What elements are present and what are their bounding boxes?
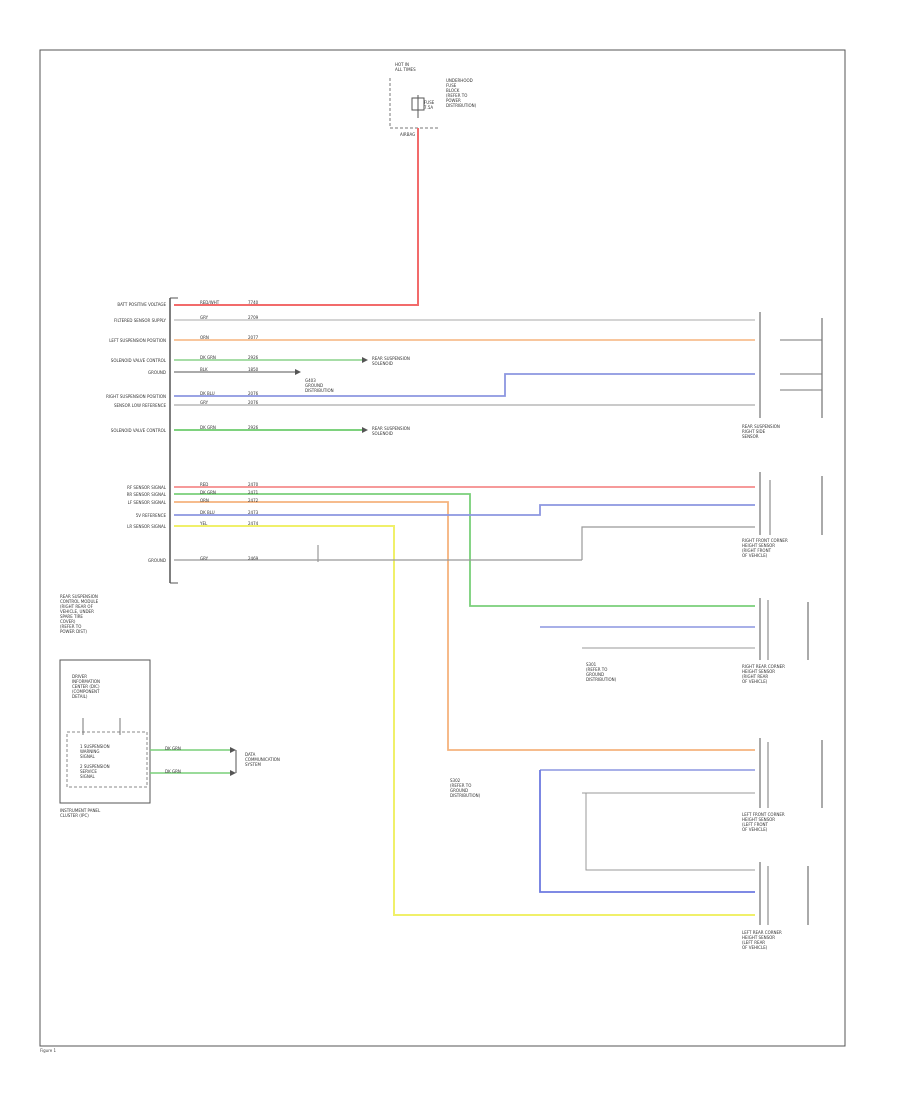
wire-label: ORN	[200, 498, 209, 503]
wire-label: DK GRN	[200, 490, 216, 495]
arrow-icon	[230, 747, 236, 753]
wire-label: GRY	[200, 400, 209, 405]
left-rear-sensor-label: LEFT REAR CORNER HEIGHT SENSOR (LEFT REA…	[742, 930, 782, 950]
fuse-label: FUSE 7.5A	[424, 100, 435, 110]
pin-label: FILTERED SENSOR SUPPLY	[113, 318, 166, 323]
wire-label: RED/WHT	[200, 300, 220, 305]
wire-label: ORN	[200, 335, 209, 340]
wire-red-feed	[174, 128, 419, 306]
diagram-frame	[39, 49, 846, 1047]
pin-label: SENSOR LOW REFERENCE	[113, 403, 166, 408]
wire-label: YEL	[200, 521, 208, 526]
wire-blu-2	[174, 504, 755, 516]
pin-label: RR SENSOR SIGNAL	[126, 492, 166, 497]
left-front-height-sensor	[759, 738, 823, 808]
suspension-control-module	[169, 297, 178, 584]
wire-label: DK BLU	[200, 391, 215, 396]
wire-number: 2926	[248, 425, 259, 430]
wire-number: 2470	[248, 482, 259, 487]
right-rear-sensor-label: RIGHT REAR CORNER HEIGHT SENSOR (RIGHT R…	[742, 664, 785, 684]
wire-number: 2471	[248, 490, 259, 495]
wire-number: 2077	[248, 335, 259, 340]
ipc-wire-label: DK GRN	[165, 746, 181, 751]
wire-number: 2709	[248, 315, 259, 320]
wire-label: BLK	[200, 367, 208, 372]
wire-label: DK GRN	[200, 355, 216, 360]
pin-label: LR SENSOR SIGNAL	[127, 524, 166, 529]
pin-label: LEFT SUSPENSION POSITION	[109, 338, 166, 343]
wire-yel-1	[174, 525, 755, 916]
arrow-icon	[362, 427, 368, 433]
figure-caption: Figure 1	[40, 1048, 57, 1053]
pin-label: BATT POSITIVE VOLTAGE	[117, 302, 166, 307]
wire-label: DK BLU	[200, 510, 215, 515]
right-front-sensor-label: RIGHT FRONT CORNER HEIGHT SENSOR (RIGHT …	[742, 538, 788, 558]
solenoid-note: REAR SUSPENSION SOLENOID	[372, 356, 410, 366]
wire-number: 2473	[248, 510, 259, 515]
wire-blu-1	[174, 373, 755, 397]
wire-number: 7740	[248, 300, 259, 305]
pin-label: SOLENOID VALVE CONTROL	[110, 358, 166, 363]
wire-number: 2472	[248, 498, 259, 503]
left-front-sensor-label: LEFT FRONT CORNER HEIGHT SENSOR (LEFT FR…	[742, 812, 785, 832]
pin-label: GROUND	[147, 370, 166, 375]
wire-gry-4	[581, 526, 755, 560]
module-label: REAR SUSPENSION CONTROL MODULE (RIGHT RE…	[60, 594, 99, 634]
fuse-name-label: AIRBAG	[400, 132, 416, 137]
splice-note: S301 (REFER TO GROUND DISTRIBUTION)	[586, 662, 617, 682]
pin-label: 5V REFERENCE	[135, 513, 166, 518]
wire-label: DK GRN	[200, 425, 216, 430]
ipc-pins: 1 SUSPENSION WARNING SIGNAL 2 SUSPENSION…	[80, 744, 110, 779]
wire-number: 2469	[248, 556, 259, 561]
wire-number: 2474	[248, 521, 259, 526]
pin-label: SOLENOID VALVE CONTROL	[110, 428, 166, 433]
wire-number: 2076	[248, 391, 259, 396]
wire-label: GRY	[200, 556, 209, 561]
ipc-wire-label: DK GRN	[165, 769, 181, 774]
right-front-height-sensor	[759, 472, 823, 535]
wire-number: 2076	[248, 400, 259, 405]
pin-label: GROUND	[147, 558, 166, 563]
fuse-block	[389, 78, 440, 129]
ipc-label: INSTRUMENT PANEL CLUSTER (IPC)	[60, 808, 101, 818]
hot-at-label: HOT IN ALL TIMES	[395, 62, 416, 72]
arrow-icon	[295, 369, 301, 375]
right-rear-height-sensor	[759, 598, 809, 660]
ipc-title: DRIVER INFORMATION CENTER (DIC) (COMPONE…	[72, 674, 101, 699]
left-rear-height-sensor	[759, 862, 809, 925]
data-comm-label: DATA COMMUNICATION SYSTEM	[245, 752, 280, 767]
arrow-icon	[362, 357, 368, 363]
arrow-icon	[230, 770, 236, 776]
wire-number: 1850	[248, 367, 259, 372]
fuse-block-label: UNDERHOOD FUSE BLOCK (REFER TO POWER DIS…	[446, 78, 477, 108]
instrument-panel-cluster	[59, 659, 151, 804]
wire-orn-2	[174, 501, 755, 751]
wire-grn-3	[174, 493, 755, 607]
wire-blu-5	[539, 770, 755, 893]
pin-label: RIGHT SUSPENSION POSITION	[106, 394, 166, 399]
pin-label: RF SENSOR SIGNAL	[127, 485, 166, 490]
right-side-sensor-connector	[759, 312, 823, 418]
wire-number: 2926	[248, 355, 259, 360]
solenoid-note: REAR SUSPENSION SOLENOID	[372, 426, 410, 436]
wire-label: GRY	[200, 315, 209, 320]
pin-label: LF SENSOR SIGNAL	[127, 500, 166, 505]
ground-note: G403 GROUND DISTRIBUTION	[305, 378, 334, 393]
right-side-sensor-label: REAR SUSPENSION RIGHT SIDE SENSOR	[742, 424, 780, 439]
wire-gry-7	[585, 793, 755, 871]
splice-note: S302 (REFER TO GROUND DISTRIBUTION)	[450, 778, 481, 798]
wire-label: RED	[200, 482, 209, 487]
